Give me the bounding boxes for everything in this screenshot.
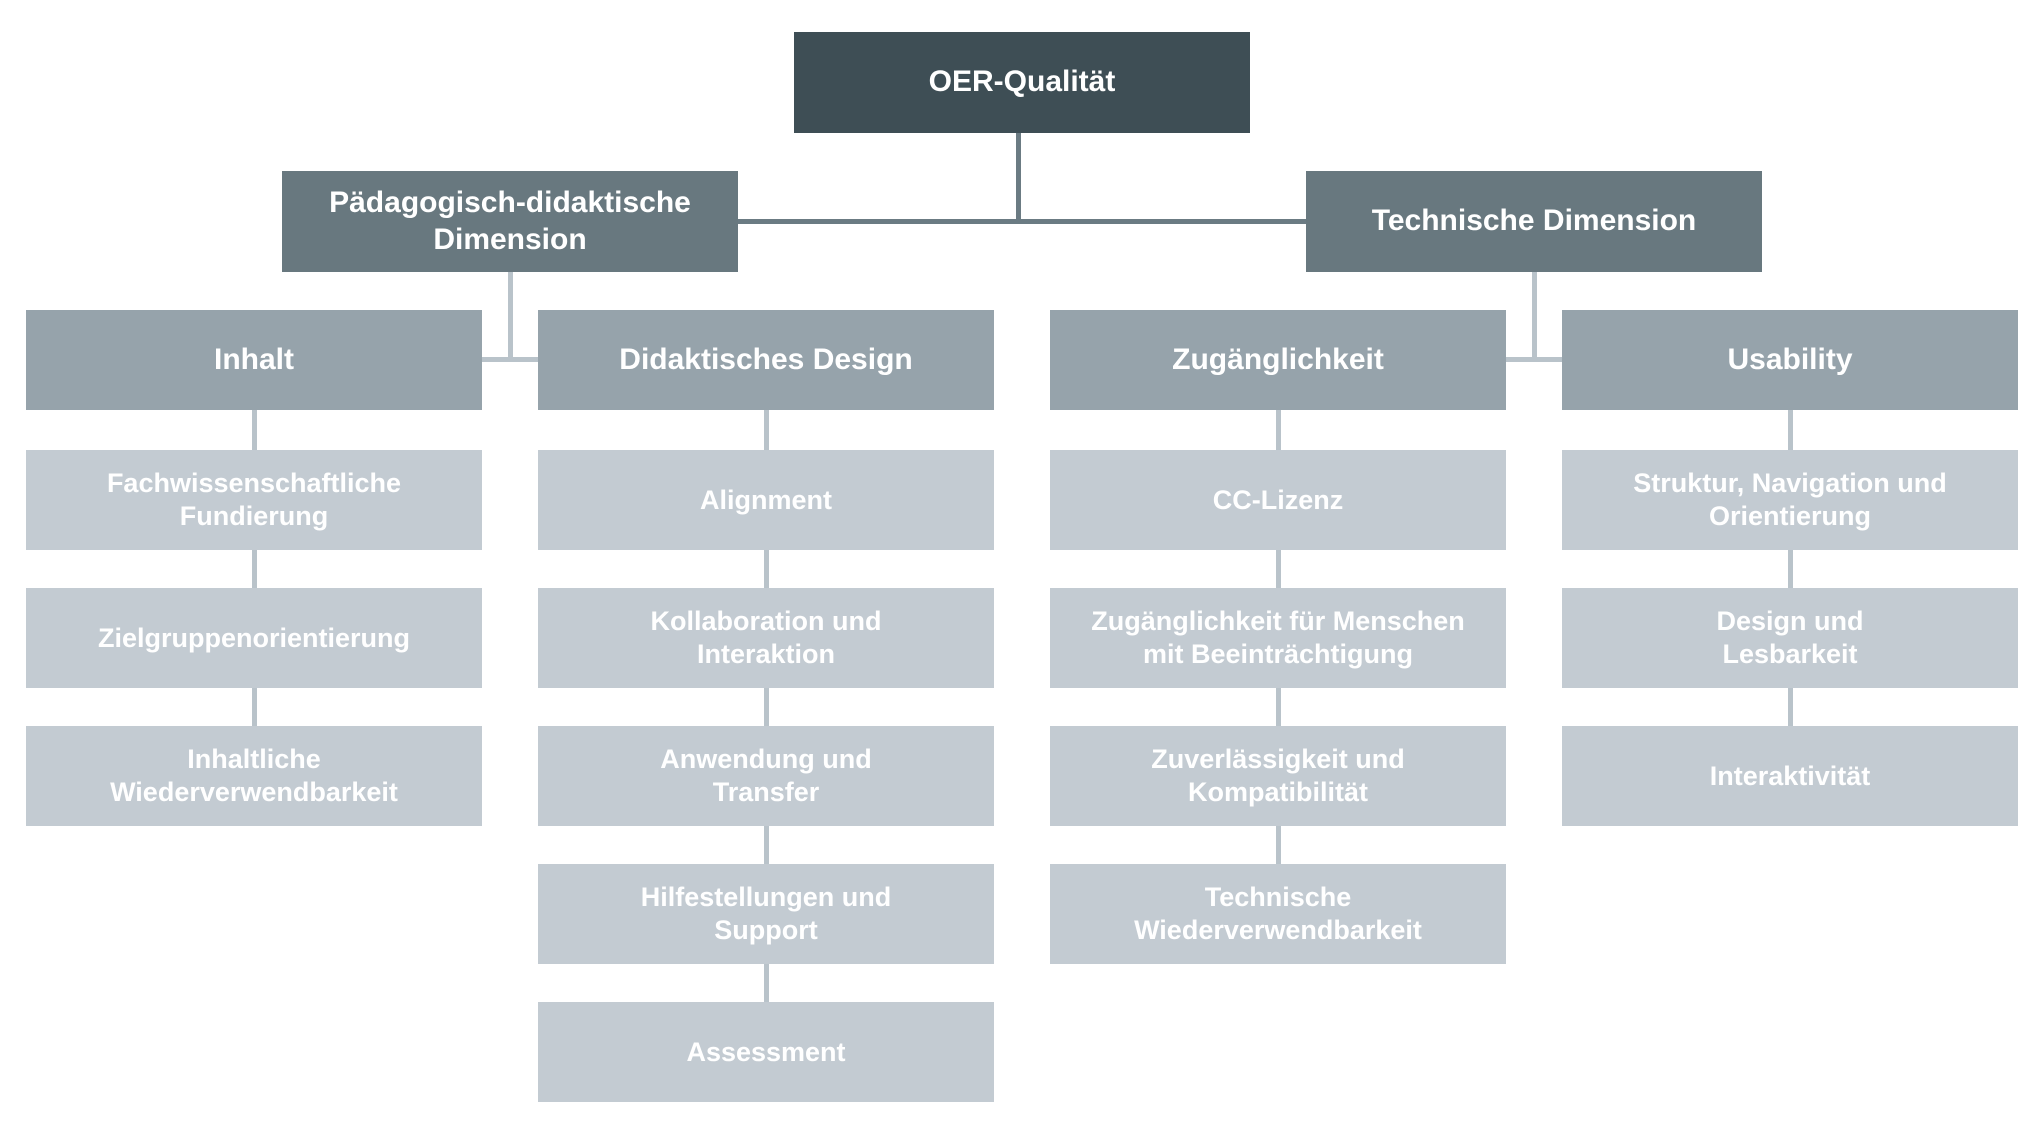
connector-root-vertical	[1016, 133, 1021, 224]
category-header-didaktisches-design: Didaktisches Design	[538, 310, 994, 410]
connector-col2-seg2	[764, 550, 769, 588]
criterion-zugaenglichkeit-beeintraechtigung: Zugänglichkeit für Menschen mit Beeinträ…	[1050, 588, 1506, 688]
connector-col3-seg1	[1276, 410, 1281, 450]
criterion-inhaltliche-wiederverwendbarkeit: Inhaltliche Wiederverwendbarkeit	[26, 726, 482, 826]
category-header-zugaenglichkeit: Zugänglichkeit	[1050, 310, 1506, 410]
connector-col2-seg4	[764, 826, 769, 864]
connector-col3-seg2	[1276, 550, 1281, 588]
criterion-alignment: Alignment	[538, 450, 994, 550]
connector-col2-seg3	[764, 688, 769, 726]
criterion-struktur-navigation-orientierung: Struktur, Navigation und Orientierung	[1562, 450, 2018, 550]
criterion-technische-wiederverwendbarkeit: Technische Wiederverwendbarkeit	[1050, 864, 1506, 964]
connector-root-horizontal	[738, 219, 1306, 224]
connector-col2-seg1	[764, 410, 769, 450]
criterion-assessment: Assessment	[538, 1002, 994, 1102]
connector-dim1-horizontal	[482, 357, 538, 362]
criterion-design-lesbarkeit: Design und Lesbarkeit	[1562, 588, 2018, 688]
connector-col4-seg3	[1788, 688, 1793, 726]
criterion-hilfestellungen-support: Hilfestellungen und Support	[538, 864, 994, 964]
criterion-cc-lizenz: CC-Lizenz	[1050, 450, 1506, 550]
connector-col3-seg3	[1276, 688, 1281, 726]
connector-col2-seg5	[764, 964, 769, 1002]
connector-col4-seg1	[1788, 410, 1793, 450]
connector-col1-seg3	[252, 688, 257, 726]
criterion-kollaboration-interaktion: Kollaboration und Interaktion	[538, 588, 994, 688]
connector-dim1-vertical	[508, 272, 513, 362]
category-header-inhalt: Inhalt	[26, 310, 482, 410]
connector-dim2-vertical	[1532, 272, 1537, 362]
criterion-zuverlaessigkeit-kompatibilitaet: Zuverlässigkeit und Kompatibilität	[1050, 726, 1506, 826]
criterion-zielgruppenorientierung: Zielgruppenorientierung	[26, 588, 482, 688]
criterion-anwendung-transfer: Anwendung und Transfer	[538, 726, 994, 826]
connector-col3-seg4	[1276, 826, 1281, 864]
criterion-fachwissenschaftliche-fundierung: Fachwissenschaftliche Fundierung	[26, 450, 482, 550]
dimension-box-technisch: Technische Dimension	[1306, 171, 1762, 272]
dimension-box-paedagogisch-didaktisch: Pädagogisch-didaktische Dimension	[282, 171, 738, 272]
connector-dim2-horizontal	[1506, 357, 1562, 362]
connector-col1-seg1	[252, 410, 257, 450]
root-box-oer-qualitaet: OER-Qualität	[794, 32, 1250, 133]
connector-col1-seg2	[252, 550, 257, 588]
connector-col4-seg2	[1788, 550, 1793, 588]
criterion-interaktivitaet: Interaktivität	[1562, 726, 2018, 826]
category-header-usability: Usability	[1562, 310, 2018, 410]
